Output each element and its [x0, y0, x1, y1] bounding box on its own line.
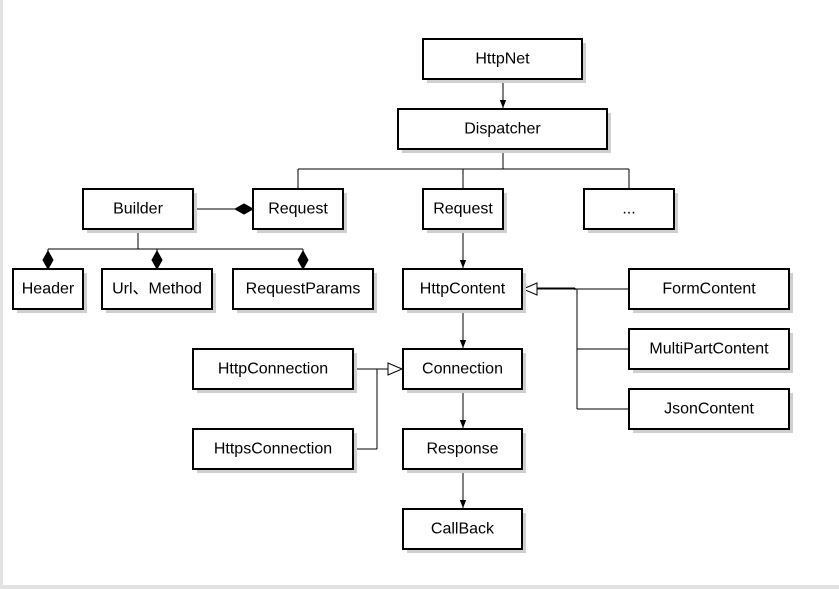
node-form-content-label: FormContent: [662, 281, 756, 298]
node-request-middle-label: Request: [433, 201, 493, 218]
edge-connection-inheritance: [353, 362, 404, 450]
node-callback: CallBack: [402, 508, 526, 553]
node-dispatcher: Dispatcher: [397, 108, 611, 153]
node-header: Header: [12, 268, 87, 313]
node-request-left: Request: [252, 188, 347, 233]
node-multipart-content-label: MultiPartContent: [649, 341, 769, 358]
edge-content-inheritance: [521, 282, 629, 410]
node-builder: Builder: [82, 188, 197, 233]
composition-diamond-header: [42, 249, 54, 271]
node-request-params: RequestParams: [232, 268, 377, 313]
composition-diamond: [233, 203, 255, 215]
node-json-content: JsonContent: [628, 388, 793, 433]
frame-left-strip: [0, 0, 3, 589]
frame-bottom-strip: [0, 585, 839, 589]
node-request-left-label: Request: [268, 201, 328, 218]
edge-dispatcher-tree: [297, 149, 630, 189]
node-http-content: HttpContent: [402, 268, 526, 313]
node-multipart-content: MultiPartContent: [628, 328, 793, 373]
inheritance-triangle-connection: [387, 362, 404, 376]
node-http-connection: HttpConnection: [192, 348, 357, 393]
node-request-middle: Request: [422, 188, 507, 233]
node-url-method: Url、Method: [101, 268, 216, 313]
node-ellipsis-label: ...: [622, 201, 635, 218]
node-callback-label: CallBack: [431, 521, 495, 538]
node-connection-label: Connection: [422, 361, 503, 378]
node-connection: Connection: [402, 348, 526, 393]
node-dispatcher-label: Dispatcher: [464, 121, 541, 138]
node-url-method-label: Url、Method: [112, 281, 202, 298]
node-request-params-label: RequestParams: [246, 281, 361, 298]
node-response-label: Response: [426, 441, 498, 458]
node-httpnet: HttpNet: [422, 38, 586, 83]
composition-diamond-request-params: [297, 249, 309, 271]
node-response: Response: [402, 428, 526, 473]
node-httpnet-label: HttpNet: [475, 51, 530, 68]
node-ellipsis: ...: [583, 188, 678, 233]
node-https-connection-label: HttpsConnection: [214, 441, 332, 458]
edge-builder-parts-composition: [42, 229, 309, 271]
node-header-label: Header: [22, 281, 75, 298]
node-http-connection-label: HttpConnection: [218, 361, 328, 378]
node-builder-label: Builder: [113, 201, 163, 218]
node-http-content-label: HttpContent: [420, 281, 506, 298]
inheritance-triangle-httpcontent: [521, 282, 538, 296]
edge-builder-request-composition: [193, 203, 255, 215]
node-https-connection: HttpsConnection: [192, 428, 357, 473]
composition-diamond-url-method: [151, 249, 163, 271]
node-json-content-label: JsonContent: [664, 401, 754, 418]
node-form-content: FormContent: [628, 268, 793, 313]
